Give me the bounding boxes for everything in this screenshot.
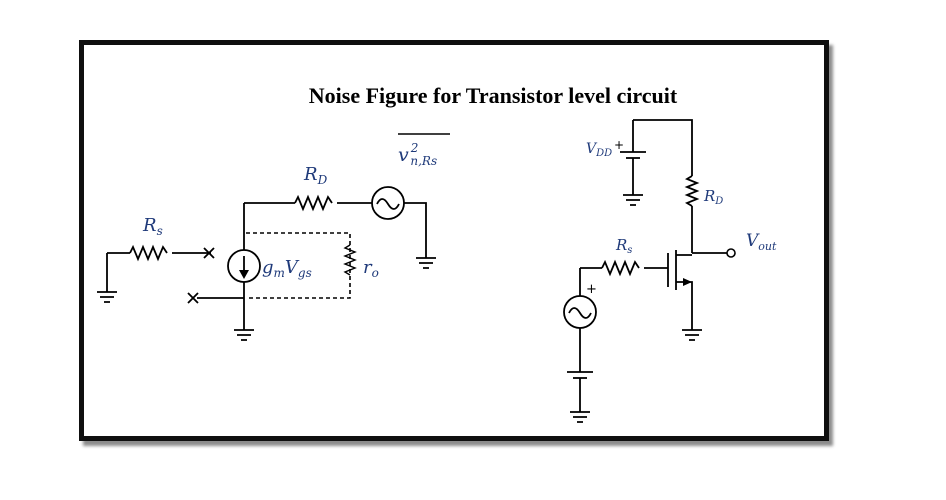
ground-symbol-rs xyxy=(97,291,117,303)
ground-symbol-vdd xyxy=(623,194,643,206)
ro-resistor xyxy=(343,244,357,276)
slide-frame xyxy=(79,40,829,441)
ac-signal-source xyxy=(563,295,597,329)
rs-label: Rs xyxy=(142,215,163,238)
open-cross-top xyxy=(203,247,215,259)
gm-vgs-label: gmVgs xyxy=(262,257,312,280)
ground-symbol-source xyxy=(234,329,254,341)
rs-resistor xyxy=(129,244,168,262)
ground-symbol-noise xyxy=(416,257,436,269)
ground-symbol-mosfet xyxy=(682,329,702,341)
ground-symbol-ac xyxy=(570,411,590,423)
supply-rail-wire xyxy=(633,119,693,176)
mosfet-symbol xyxy=(667,250,693,330)
current-source-symbol xyxy=(227,249,261,283)
vout-terminal xyxy=(726,248,736,258)
open-cross-bottom xyxy=(187,292,199,304)
rs-label-right: Rs xyxy=(615,236,632,256)
slide-title: Noise Figure for Transistor level circui… xyxy=(309,83,678,108)
vdd-label: VDD xyxy=(586,141,612,159)
small-signal-circuit: Rs gmVgs ro RD xyxy=(97,133,450,341)
rd-resistor-right xyxy=(684,175,700,207)
rs-resistor-right xyxy=(601,259,640,277)
vdd-plus-sign: + xyxy=(614,138,624,152)
rd-resistor xyxy=(294,194,333,212)
vout-label: Vout xyxy=(746,231,777,253)
ac-plus-sign: + xyxy=(586,282,597,297)
rd-label: RD xyxy=(303,164,328,187)
rd-label-right: RD xyxy=(703,187,723,207)
noise-voltage-source xyxy=(371,186,405,220)
ro-label: ro xyxy=(363,257,379,280)
noise-return-wire xyxy=(404,202,427,258)
transistor-circuit: + VDD RD Vout Rs + xyxy=(563,119,777,423)
